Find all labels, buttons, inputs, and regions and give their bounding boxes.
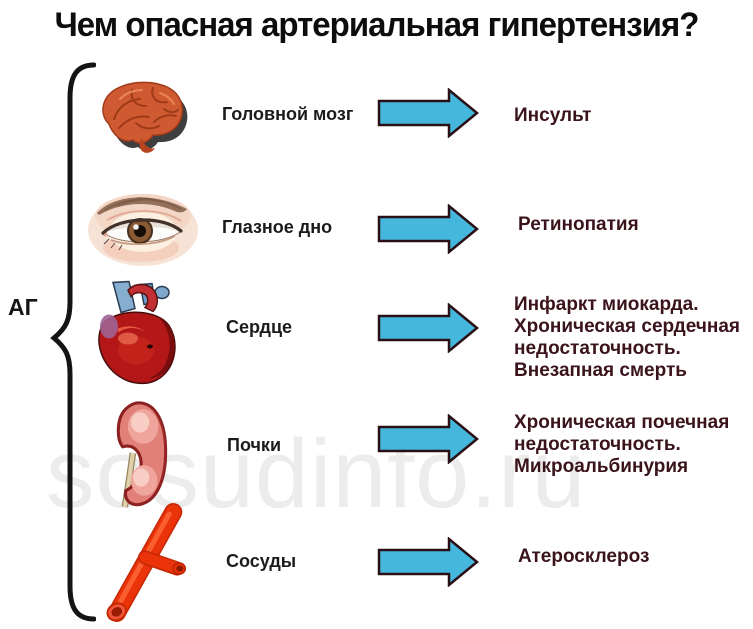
right-arrow-icon	[377, 537, 479, 587]
organ-label: Почки	[227, 435, 282, 455]
heart-icon	[98, 280, 176, 384]
hypertension-abbreviation: АГ	[8, 294, 38, 320]
consequence-text: Хроническая почечная недостаточность. Ми…	[514, 412, 730, 477]
organ-label: Сосуды	[226, 551, 297, 571]
organ-label: Головной мозг	[222, 104, 354, 124]
page-title: Чем опасная артериальная гипертензия?	[54, 6, 700, 44]
organ-label: Глазное дно	[222, 217, 333, 237]
consequence-text: Ретинопатия	[518, 214, 639, 235]
right-arrow-icon	[377, 303, 479, 353]
consequence-text: Инфаркт миокарда. Хроническая сердечная …	[514, 294, 740, 381]
organ-label: Сердце	[226, 317, 293, 337]
eye-icon	[88, 194, 198, 266]
consequence-text: Инсульт	[514, 105, 592, 126]
kidney-icon	[116, 401, 168, 508]
right-arrow-icon	[377, 204, 479, 254]
right-arrow-icon	[377, 88, 479, 138]
left-brace-icon	[50, 62, 96, 622]
right-arrow-icon	[377, 414, 479, 464]
consequence-text: Атеросклероз	[518, 546, 650, 567]
vessel-icon	[106, 503, 187, 622]
brain-icon	[102, 81, 188, 153]
